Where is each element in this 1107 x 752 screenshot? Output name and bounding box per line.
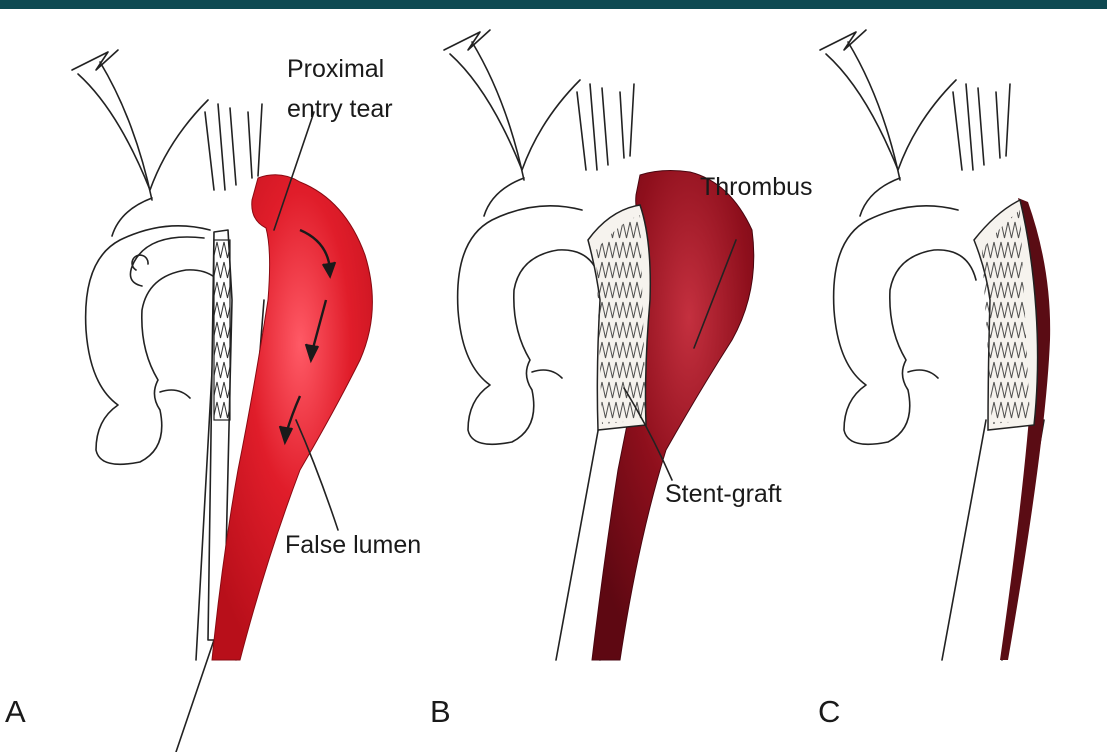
label-false-lumen: False lumen [285, 531, 421, 559]
undeployed-stent [214, 240, 230, 420]
panel-label-b: B [430, 694, 451, 729]
panel-b: Thrombus Stent-graft B [430, 30, 813, 729]
delivery-catheter [130, 230, 232, 752]
label-proximal-line2: entry tear [287, 95, 393, 123]
label-thrombus: Thrombus [700, 173, 813, 201]
panel-c: C [818, 30, 1050, 729]
label-proximal-line1: Proximal [287, 55, 384, 83]
panel-label-a: A [5, 694, 26, 729]
panel-a: Proximal entry tear False lumen A [5, 50, 421, 752]
panel-label-c: C [818, 694, 840, 729]
label-stent-graft: Stent-graft [665, 480, 782, 508]
